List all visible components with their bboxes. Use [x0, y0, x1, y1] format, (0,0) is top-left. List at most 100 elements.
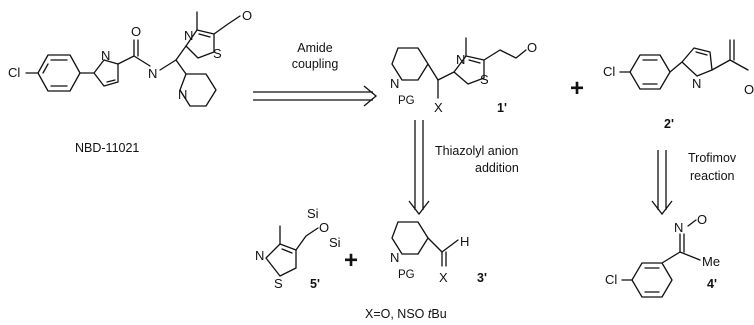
atom-pg: PG: [398, 269, 415, 281]
compound-number: 2': [664, 117, 674, 131]
footnote-suffix: Bu: [431, 307, 446, 321]
plus-sign: +: [570, 75, 584, 102]
bond: [159, 59, 177, 71]
bond: [133, 55, 151, 67]
piperidine-ring: [179, 73, 217, 107]
piperidine-ring: [391, 221, 429, 255]
atom-h: H: [460, 234, 469, 249]
atom-o: O: [744, 82, 754, 97]
double-arrow: [253, 85, 378, 107]
compound-nbd-11021: Cl N O N N S O N NBD-11021: [8, 8, 252, 155]
bond: [679, 251, 701, 261]
bond: [427, 237, 443, 253]
aromatic-bonds: [644, 267, 660, 293]
footnote: X=O, NSO tBu: [365, 307, 447, 321]
bond: [117, 55, 135, 65]
benzene-ring: [631, 262, 673, 298]
thiazole-ring: [265, 243, 297, 277]
arrow-label-line1: Thiazolyl anion: [435, 144, 518, 158]
retro-arrow-amide-coupling: Amide coupling: [253, 41, 378, 107]
compound-number: 3': [477, 271, 487, 285]
carbonyl-bond: [133, 39, 139, 57]
atom-pg: PG: [398, 95, 415, 107]
bond: [729, 59, 749, 71]
atom-n: N: [692, 76, 701, 91]
retro-arrow-trofimov: Trofimov reaction: [651, 150, 737, 216]
footnote-italic: t: [428, 307, 432, 321]
piperidine-ring: [391, 47, 429, 81]
bond: [483, 49, 527, 61]
footnote-prefix: X=O, NSO: [365, 307, 428, 321]
atom-s: S: [274, 276, 283, 291]
atom-o: O: [697, 212, 707, 227]
atom-x: X: [434, 100, 443, 115]
atom-n: N: [148, 66, 157, 81]
bond: [711, 59, 731, 71]
double-bond: [441, 251, 447, 267]
pyrrole-ring: [681, 47, 713, 77]
atom-o: O: [527, 40, 537, 55]
compound-1: N PG X N S O 1': [390, 37, 537, 115]
compound-3: N PG X H 3': [390, 221, 487, 285]
compound-number: 5': [310, 277, 320, 291]
atom-o: O: [131, 24, 141, 39]
aromatic-bonds: [106, 79, 116, 83]
atom-n: N: [390, 250, 399, 265]
atom-n: N: [184, 28, 193, 43]
arrow-label-line1: Trofimov: [688, 151, 737, 165]
atom-s: S: [480, 72, 489, 87]
atom-o: O: [242, 8, 252, 23]
atom-si: Si: [307, 206, 319, 221]
compound-name: NBD-11021: [75, 141, 139, 155]
compound-number: 1': [497, 101, 507, 115]
bond: [669, 61, 683, 73]
double-arrow: [651, 150, 673, 216]
aromatic-bonds: [198, 33, 211, 38]
atom-n: N: [674, 220, 683, 235]
aromatic-bonds: [468, 59, 481, 64]
compound-number: 4': [707, 277, 717, 291]
atom-s: S: [213, 46, 222, 61]
retro-arrow-thiazolyl-addition: Thiazolyl anion addition: [408, 120, 519, 216]
double-arrow: [408, 120, 430, 216]
atom-cl: Cl: [605, 272, 617, 287]
bond: [213, 15, 241, 35]
thiazole-ring: [453, 55, 485, 85]
bond: [427, 63, 439, 81]
thiazole-ring: [185, 29, 215, 59]
atom-me: Me: [702, 254, 720, 269]
carbonyl-bond: [729, 39, 735, 61]
oxime-double-bond: [679, 233, 685, 253]
atom-n: N: [390, 76, 399, 91]
pyrrole-ring: [93, 59, 119, 87]
atom-cl: Cl: [8, 65, 20, 80]
bond: [661, 251, 681, 264]
atom-n: N: [255, 248, 264, 263]
arrow-label-line2: coupling: [292, 57, 339, 71]
atom-x: X: [439, 270, 448, 285]
atom-si: Si: [329, 235, 341, 250]
compound-2: Cl N O 2': [603, 39, 754, 131]
atom-n: N: [178, 87, 187, 102]
arrow-label-line1: Amide: [297, 41, 332, 55]
bond: [295, 227, 319, 251]
plus-sign: +: [344, 247, 358, 274]
bond: [441, 239, 459, 253]
compound-5: N S O Si Si 5': [255, 206, 341, 291]
arrow-label-line2: addition: [475, 161, 519, 175]
atom-n: N: [456, 52, 465, 67]
bond: [175, 45, 187, 61]
bond: [175, 59, 187, 75]
arrow-label-line2: reaction: [690, 169, 735, 183]
atom-n: N: [101, 48, 110, 63]
compound-4: Cl N O Me 4': [605, 212, 720, 298]
bond: [437, 71, 455, 81]
aromatic-bonds: [42, 59, 68, 87]
aromatic-bonds: [695, 51, 708, 56]
aromatic-bonds: [642, 59, 658, 85]
aromatic-bonds: [281, 248, 293, 254]
bond: [687, 219, 697, 227]
atom-cl: Cl: [603, 64, 615, 79]
atom-o: O: [319, 220, 329, 235]
